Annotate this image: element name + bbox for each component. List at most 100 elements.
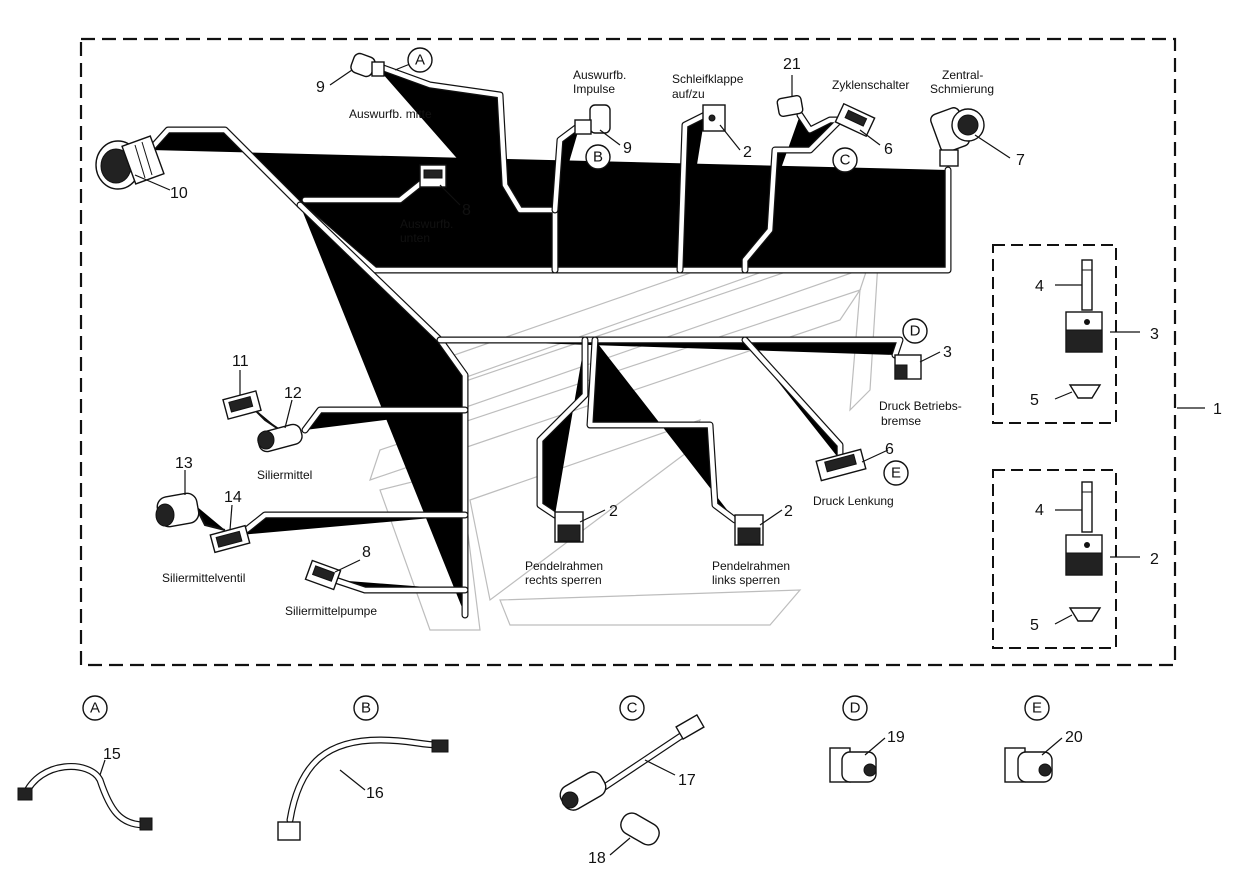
connector-13 bbox=[155, 492, 200, 528]
valve-connector-2-top bbox=[702, 104, 726, 132]
item-number-2-links: 2 bbox=[784, 503, 793, 520]
item-number-9-impulse: 9 bbox=[623, 140, 632, 157]
item-number-11: 11 bbox=[232, 353, 249, 370]
item-number-19: 19 bbox=[887, 729, 905, 746]
sensor-assembly-2 bbox=[1065, 481, 1103, 622]
connector-9-top bbox=[350, 52, 385, 78]
ref-marker-A: A bbox=[407, 47, 433, 73]
label-zyklenschalter: Zyklenschalter bbox=[832, 78, 909, 92]
label-pendel-rechts-1: Pendelrahmen bbox=[525, 559, 603, 573]
cable-15 bbox=[17, 763, 153, 831]
item-number-9-top: 9 bbox=[316, 79, 325, 96]
ref-marker-D: D bbox=[902, 318, 928, 344]
valve-2-pendel-rechts bbox=[554, 511, 584, 543]
leader-lines bbox=[99, 61, 1205, 856]
label-pendel-links-1: Pendelrahmen bbox=[712, 559, 790, 573]
item-number-8-pumpe: 8 bbox=[362, 544, 371, 561]
svg-text:A: A bbox=[90, 700, 100, 717]
assembly-frame bbox=[79, 37, 1177, 667]
item-number-6-lenkung: 6 bbox=[885, 441, 894, 458]
item-number-1: 1 bbox=[1213, 401, 1222, 418]
item-number-2-klappe: 2 bbox=[743, 144, 752, 161]
sensor-assembly-3 bbox=[1065, 259, 1103, 399]
ref-marker-C: C bbox=[832, 147, 858, 173]
round-connector-10 bbox=[95, 135, 165, 190]
svg-text:E: E bbox=[1032, 700, 1042, 717]
connector-6-top bbox=[834, 102, 876, 138]
item-number-3-druck: 3 bbox=[943, 344, 952, 361]
item-number-8-unten: 8 bbox=[462, 202, 471, 219]
svg-text:D: D bbox=[910, 323, 921, 340]
cable-17 bbox=[559, 713, 705, 811]
item-number-10: 10 bbox=[170, 185, 188, 202]
item-number-18: 18 bbox=[588, 850, 606, 867]
label-pendel-rechts-2: rechts sperren bbox=[525, 573, 602, 587]
item-number-2-rechts: 2 bbox=[609, 503, 618, 520]
label-schleifklappe-2: auf/zu bbox=[672, 87, 705, 101]
valve-2-pendel-links bbox=[734, 514, 764, 546]
connector-8-unten bbox=[419, 164, 447, 188]
sensor-20 bbox=[1004, 747, 1053, 783]
connector-21 bbox=[776, 94, 804, 118]
item-number-4-a: 4 bbox=[1035, 278, 1044, 295]
sensor-box-2 bbox=[992, 469, 1117, 649]
svg-text:B: B bbox=[593, 149, 603, 166]
svg-text:C: C bbox=[840, 152, 851, 169]
ref-marker-B-detail: B bbox=[353, 695, 379, 721]
label-siliermittel: Siliermittel bbox=[257, 468, 312, 482]
ref-marker-E-detail: E bbox=[1024, 695, 1050, 721]
ref-marker-C-detail: C bbox=[619, 695, 645, 721]
item-number-6-top: 6 bbox=[884, 141, 893, 158]
sensor-19 bbox=[829, 747, 877, 783]
label-siliermittelventil: Siliermittelventil bbox=[162, 571, 245, 585]
item-number-5-a: 5 bbox=[1030, 392, 1039, 409]
item-number-15: 15 bbox=[103, 746, 121, 763]
ref-marker-B: B bbox=[585, 144, 611, 170]
connector-6-lenkung bbox=[815, 448, 867, 482]
label-druck-lenkung: Druck Lenkung bbox=[813, 494, 894, 508]
label-auswurf-impulse-2: Impulse bbox=[573, 82, 615, 96]
label-pendel-links-2: links sperren bbox=[712, 573, 780, 587]
item-number-12: 12 bbox=[284, 385, 302, 402]
item-number-21: 21 bbox=[783, 56, 801, 73]
svg-text:D: D bbox=[850, 700, 861, 717]
label-auswurf-impulse-1: Auswurfb. bbox=[573, 68, 626, 82]
svg-text:E: E bbox=[891, 465, 901, 482]
connector-11 bbox=[222, 390, 262, 420]
item-number-13: 13 bbox=[175, 455, 193, 472]
item-number-14: 14 bbox=[224, 489, 242, 506]
label-siliermittelpumpe: Siliermittelpumpe bbox=[285, 604, 377, 618]
connector-12 bbox=[257, 423, 303, 453]
label-zentral-1: Zentral- bbox=[942, 68, 983, 82]
label-auswurf-unten-2: unten bbox=[400, 231, 430, 245]
item-number-17: 17 bbox=[678, 772, 696, 789]
label-zentral-2: Schmierung bbox=[930, 82, 994, 96]
ref-marker-E: E bbox=[883, 460, 909, 486]
sensor-3 bbox=[894, 354, 922, 380]
sensor-box-3 bbox=[992, 244, 1117, 424]
connector-8-pumpe bbox=[304, 559, 342, 591]
item-number-5-b: 5 bbox=[1030, 617, 1039, 634]
item-number-4-b: 4 bbox=[1035, 502, 1044, 519]
label-druck-betrieb-2: bremse bbox=[881, 414, 921, 428]
label-auswurf-unten-1: Auswurfb. bbox=[400, 217, 453, 231]
connector-9-impulse bbox=[574, 104, 611, 135]
item-number-2-box: 2 bbox=[1150, 551, 1159, 568]
label-auswurf-mitte: Auswurfb. mitte bbox=[349, 107, 432, 121]
connector-14 bbox=[209, 524, 251, 554]
ref-marker-D-detail: D bbox=[842, 695, 868, 721]
svg-text:B: B bbox=[361, 700, 371, 717]
cable-16 bbox=[277, 736, 449, 841]
item-number-20: 20 bbox=[1065, 729, 1083, 746]
item-number-16: 16 bbox=[366, 785, 384, 802]
item-number-3-box: 3 bbox=[1150, 326, 1159, 343]
plug-18 bbox=[620, 812, 660, 846]
ref-marker-A-detail: A bbox=[82, 695, 108, 721]
item-number-7: 7 bbox=[1016, 152, 1025, 169]
connector-7-zentral bbox=[930, 107, 985, 167]
label-druck-betrieb-1: Druck Betriebs- bbox=[879, 399, 962, 413]
svg-text:C: C bbox=[627, 700, 638, 717]
svg-text:A: A bbox=[415, 52, 425, 69]
label-schleifklappe-1: Schleifklappe bbox=[672, 72, 744, 86]
